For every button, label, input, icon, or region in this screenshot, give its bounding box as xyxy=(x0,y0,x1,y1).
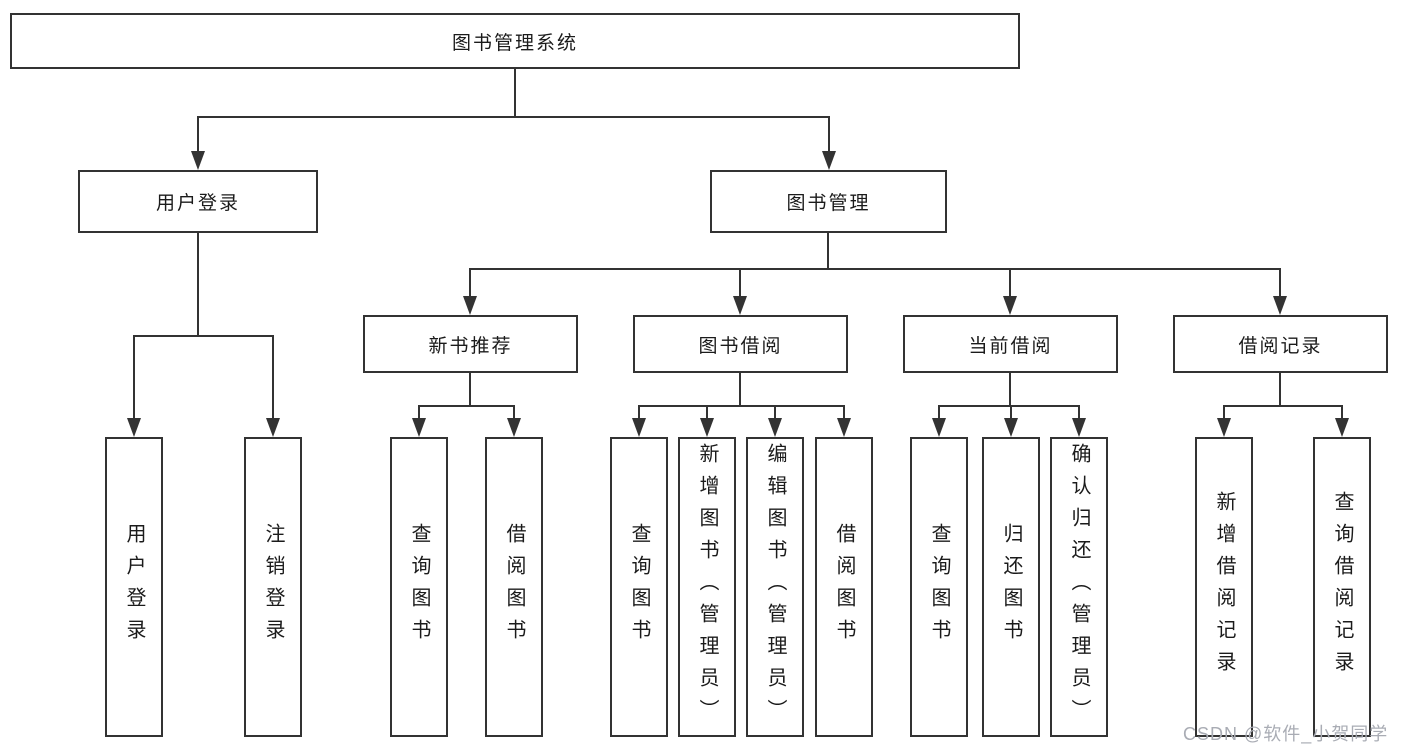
connector-line xyxy=(774,405,776,420)
leaf-query-books-current-label: 查询图书 xyxy=(928,523,950,651)
connector-line xyxy=(827,233,829,269)
leaf-return-books: 归还图书 xyxy=(982,437,1040,737)
leaf-query-borrow-record: 查询借阅记录 xyxy=(1313,437,1371,737)
connector-line xyxy=(1279,373,1281,406)
connector-line xyxy=(1223,405,1225,420)
connector-line xyxy=(197,116,199,154)
arrowhead-down-icon xyxy=(837,418,851,437)
arrowhead-down-icon xyxy=(932,418,946,437)
connector-line xyxy=(469,268,1281,270)
leaf-user-login: 用户登录 xyxy=(105,437,163,737)
connector-line xyxy=(938,405,1080,407)
leaf-query-books-borrow: 查询图书 xyxy=(610,437,668,737)
arrowhead-down-icon xyxy=(768,418,782,437)
connector-line xyxy=(843,405,845,420)
connector-line xyxy=(706,405,708,420)
leaf-query-books-recommend-label: 查询图书 xyxy=(408,523,430,651)
arrowhead-down-icon xyxy=(632,418,646,437)
arrowhead-down-icon xyxy=(463,296,477,315)
node-book-management: 图书管理 xyxy=(710,170,947,233)
arrowhead-down-icon xyxy=(1072,418,1086,437)
connector-line xyxy=(1279,268,1281,298)
node-user-login: 用户登录 xyxy=(78,170,318,233)
leaf-add-books-admin: 新增图书（管理员） xyxy=(678,437,736,737)
connector-line xyxy=(638,405,640,420)
node-current-borrow: 当前借阅 xyxy=(903,315,1118,373)
leaf-add-borrow-record-label: 新增借阅记录 xyxy=(1213,491,1235,683)
arrowhead-down-icon xyxy=(127,418,141,437)
arrowhead-down-icon xyxy=(1217,418,1231,437)
node-book-borrow: 图书借阅 xyxy=(633,315,848,373)
node-current-borrow-label: 当前借阅 xyxy=(968,335,1053,357)
arrowhead-down-icon xyxy=(507,418,521,437)
connector-line xyxy=(197,233,199,336)
leaf-query-books-borrow-label: 查询图书 xyxy=(628,523,650,651)
leaf-logout-label: 注销登录 xyxy=(262,523,284,651)
arrowhead-down-icon xyxy=(700,418,714,437)
connector-line xyxy=(418,405,515,407)
arrowhead-down-icon xyxy=(266,418,280,437)
connector-line xyxy=(418,405,420,420)
connector-line xyxy=(133,335,135,420)
leaf-return-books-label: 归还图书 xyxy=(1000,523,1022,651)
connector-line xyxy=(1009,373,1011,406)
arrowhead-down-icon xyxy=(1273,296,1287,315)
connector-line xyxy=(828,116,830,154)
connector-line xyxy=(739,373,741,406)
arrowhead-down-icon xyxy=(412,418,426,437)
node-new-book-recommend-label: 新书推荐 xyxy=(428,335,513,357)
connector-line xyxy=(1223,405,1343,407)
leaf-query-books-current: 查询图书 xyxy=(910,437,968,737)
arrowhead-down-icon xyxy=(191,151,205,170)
leaf-query-books-recommend: 查询图书 xyxy=(390,437,448,737)
connector-line xyxy=(938,405,940,420)
node-root: 图书管理系统 xyxy=(10,13,1020,69)
connector-line xyxy=(1341,405,1343,420)
connector-line xyxy=(469,268,471,298)
connector-line xyxy=(638,405,845,407)
node-book-management-label: 图书管理 xyxy=(786,193,871,214)
connector-line xyxy=(739,268,741,298)
arrowhead-down-icon xyxy=(733,296,747,315)
leaf-borrow-books: 借阅图书 xyxy=(815,437,873,737)
node-book-borrow-label: 图书借阅 xyxy=(698,335,783,357)
connector-line xyxy=(272,335,274,420)
csdn-watermark: CSDN @软件_小贺同学 xyxy=(1183,724,1389,744)
node-borrow-records-label: 借阅记录 xyxy=(1238,335,1323,357)
connector-line xyxy=(1009,268,1011,298)
node-root-label: 图书管理系统 xyxy=(451,32,578,54)
connector-line xyxy=(197,116,830,118)
arrowhead-down-icon xyxy=(1004,418,1018,437)
leaf-add-borrow-record: 新增借阅记录 xyxy=(1195,437,1253,737)
connector-line xyxy=(133,335,274,337)
arrowhead-down-icon xyxy=(1335,418,1349,437)
leaf-add-books-admin-label: 新增图书（管理员） xyxy=(696,443,718,731)
connector-line xyxy=(1078,405,1080,420)
leaf-borrow-books-recommend: 借阅图书 xyxy=(485,437,543,737)
connector-line xyxy=(514,68,516,118)
leaf-query-borrow-record-label: 查询借阅记录 xyxy=(1331,491,1353,683)
arrowhead-down-icon xyxy=(1003,296,1017,315)
arrowhead-down-icon xyxy=(822,151,836,170)
leaf-edit-books-admin: 编辑图书（管理员） xyxy=(746,437,804,737)
leaf-edit-books-admin-label: 编辑图书（管理员） xyxy=(764,443,786,731)
leaf-confirm-return-admin: 确认归还（管理员） xyxy=(1050,437,1108,737)
node-user-login-label: 用户登录 xyxy=(155,193,240,214)
leaf-logout: 注销登录 xyxy=(244,437,302,737)
leaf-confirm-return-admin-label: 确认归还（管理员） xyxy=(1068,443,1090,731)
leaf-user-login-label: 用户登录 xyxy=(123,523,145,651)
connector-line xyxy=(1010,405,1012,420)
leaf-borrow-books-recommend-label: 借阅图书 xyxy=(503,523,525,651)
connector-line xyxy=(469,373,471,406)
connector-line xyxy=(513,405,515,420)
node-new-book-recommend: 新书推荐 xyxy=(363,315,578,373)
leaf-borrow-books-label: 借阅图书 xyxy=(833,523,855,651)
node-borrow-records: 借阅记录 xyxy=(1173,315,1388,373)
